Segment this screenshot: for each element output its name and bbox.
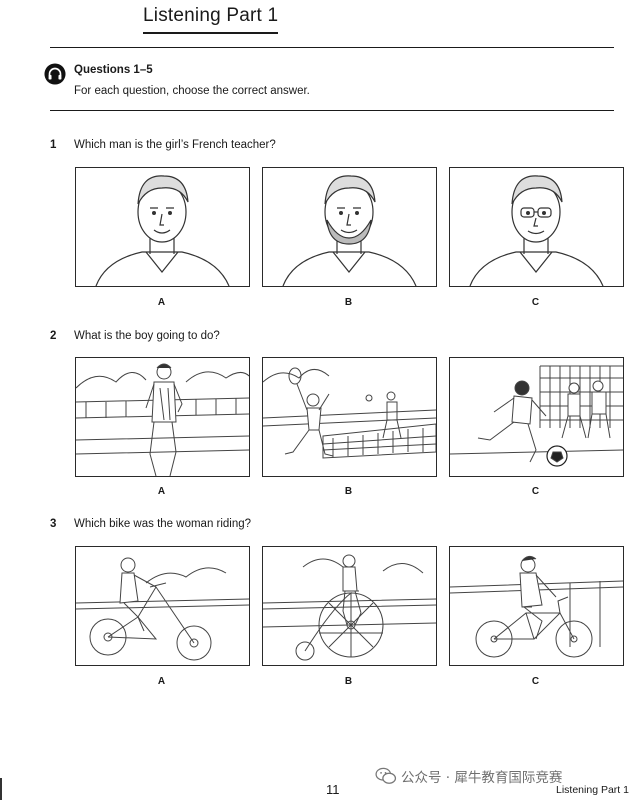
q3-option-b-image[interactable] bbox=[262, 546, 437, 666]
q1-option-a-image[interactable] bbox=[75, 167, 250, 287]
football-players-illustration bbox=[450, 365, 623, 467]
footer-section-label: Listening Part 1 bbox=[556, 784, 629, 796]
option-label: A bbox=[157, 297, 166, 308]
question-number: 2 bbox=[50, 330, 57, 342]
margin-mark bbox=[0, 778, 2, 800]
instruction-text: For each question, choose the correct an… bbox=[74, 85, 310, 97]
watermark-text: 公众号 · 犀牛教育国际竞赛 bbox=[401, 770, 563, 786]
q2-option-b-image[interactable] bbox=[262, 357, 437, 477]
question-text: Which man is the girl’s French teacher? bbox=[74, 139, 276, 151]
page-title: Listening Part 1 bbox=[143, 5, 279, 34]
q2-option-c-image[interactable] bbox=[449, 357, 624, 477]
tennis-players-illustration bbox=[263, 367, 436, 459]
intro-divider bbox=[50, 110, 614, 111]
mountain-bike-illustration bbox=[450, 555, 623, 658]
q1-option-b-image[interactable] bbox=[262, 167, 437, 287]
option-label: B bbox=[344, 297, 353, 308]
option-label: B bbox=[344, 486, 353, 497]
question-number: 3 bbox=[50, 518, 57, 530]
page-number: 11 bbox=[326, 782, 340, 797]
option-label: A bbox=[157, 676, 166, 687]
headphones-icon bbox=[44, 63, 66, 85]
q1-option-c-image[interactable] bbox=[449, 167, 624, 287]
boy-running-illustration bbox=[76, 363, 249, 476]
watermark: 公众号 · 犀牛教育国际竞赛 bbox=[375, 766, 562, 786]
wechat-icon bbox=[375, 767, 397, 784]
question-text: Which bike was the woman riding? bbox=[74, 518, 252, 530]
questions-heading: Questions 1–5 bbox=[74, 64, 153, 76]
q3-option-c-image[interactable] bbox=[449, 546, 624, 666]
q3-option-a-image[interactable] bbox=[75, 546, 250, 666]
man-with-glasses-portrait-illustration bbox=[469, 175, 604, 286]
option-label: B bbox=[344, 676, 353, 687]
option-label: A bbox=[157, 486, 166, 497]
bearded-man-portrait-illustration bbox=[282, 175, 417, 286]
top-divider bbox=[50, 47, 614, 48]
q2-option-a-image[interactable] bbox=[75, 357, 250, 477]
teacher-portrait-illustration bbox=[95, 175, 230, 286]
option-label: C bbox=[531, 676, 540, 687]
question-text: What is the boy going to do? bbox=[74, 330, 220, 342]
chopper-bike-illustration bbox=[76, 557, 249, 661]
question-number: 1 bbox=[50, 139, 57, 151]
penny-farthing-bike-illustration bbox=[263, 554, 436, 661]
option-label: C bbox=[531, 297, 540, 308]
option-label: C bbox=[531, 486, 540, 497]
